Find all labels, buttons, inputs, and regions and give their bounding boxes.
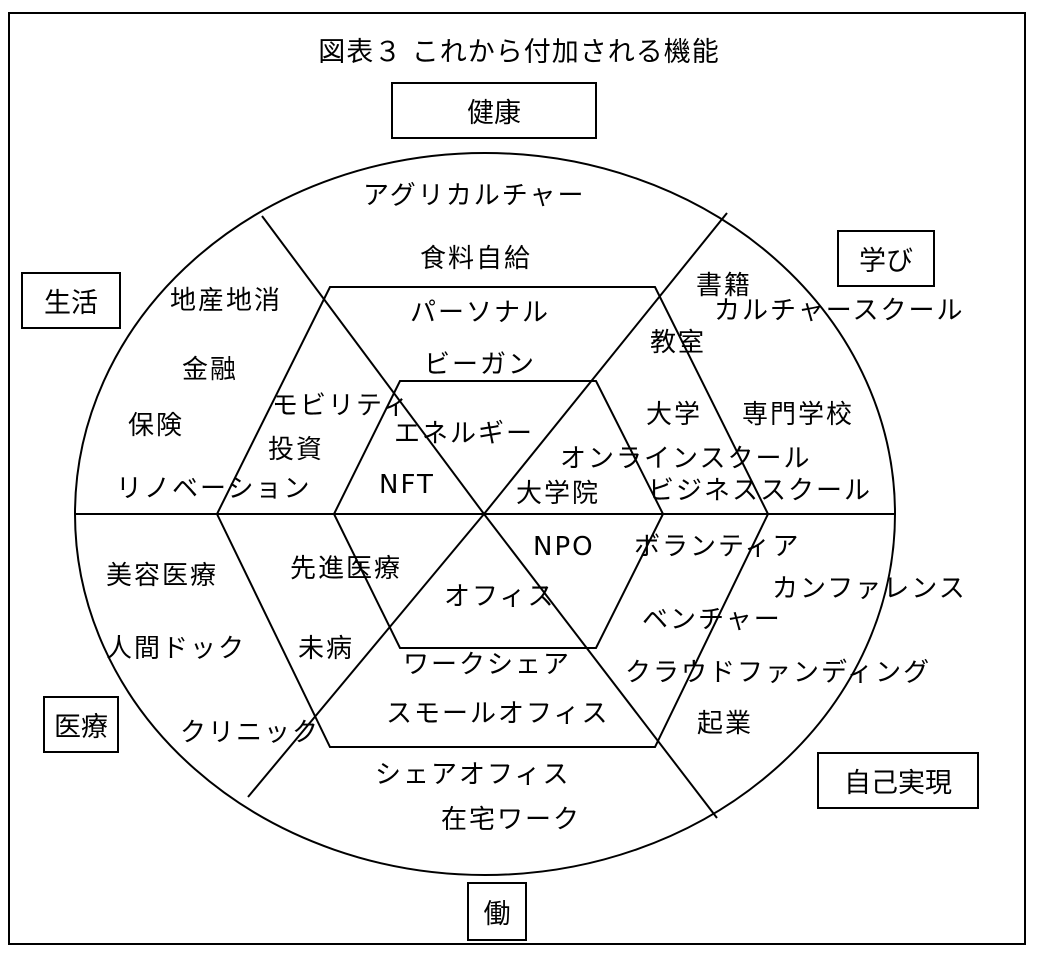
label-npo: NPO [533,532,595,562]
label-business-school: ビジネススクール [648,476,873,506]
category-self-realization: 自己実現 [817,752,979,809]
label-online-school: オンラインスクール [560,444,812,474]
label-books: 書籍 [696,271,753,301]
label-crowdfunding: クラウドファンディング [625,658,932,688]
label-renovation: リノベーション [116,474,312,504]
label-university: 大学 [646,400,703,430]
label-graduate-school: 大学院 [516,479,601,509]
category-medical: 医療 [43,696,119,753]
label-investment: 投資 [268,435,325,465]
label-cosmetic-medicine: 美容医療 [106,561,219,591]
label-venture: ベンチャー [642,605,782,635]
figure-title: 図表３ これから付加される機能 [318,37,720,68]
label-office: オフィス [444,582,556,612]
divider-lower-left [247,513,485,798]
label-nft: NFT [379,470,435,500]
label-food-self-sufficiency: 食料自給 [420,244,533,274]
label-energy: エネルギー [394,419,535,449]
label-finance: 金融 [182,355,239,385]
divider-upper-right [483,212,728,515]
label-shared-office: シェアオフィス [375,760,571,790]
label-vegan: ビーガン [424,350,537,380]
figure-frame [8,12,1026,945]
category-work: 働 [467,882,527,941]
label-small-office: スモールオフィス [386,699,610,729]
label-insurance: 保険 [128,411,185,441]
label-classroom: 教室 [650,328,707,358]
label-startup: 起業 [697,709,754,739]
label-clinic: クリニック [180,718,321,748]
label-health-checkup: 人間ドック [106,634,247,664]
label-volunteer: ボランティア [634,532,801,562]
label-personal: パーソナル [410,298,551,328]
label-mobility: モビリティ [272,391,411,421]
category-health: 健康 [391,82,597,139]
label-agriculture: アグリカルチャー [363,181,586,211]
label-work-share: ワークシェア [403,650,572,680]
divider-upper-left [261,215,485,515]
label-advanced-medicine: 先進医療 [290,554,403,584]
label-local-production: 地産地消 [170,286,283,316]
label-vocational-school: 専門学校 [742,400,855,430]
label-culture-school: カルチャースクール [714,296,965,326]
label-pre-symptomatic: 未病 [298,634,355,664]
label-remote-work: 在宅ワーク [441,805,582,835]
divider-lower-right [483,513,718,819]
label-conference: カンファレンス [772,574,967,604]
category-learning: 学び [837,230,935,287]
category-life: 生活 [21,272,121,329]
